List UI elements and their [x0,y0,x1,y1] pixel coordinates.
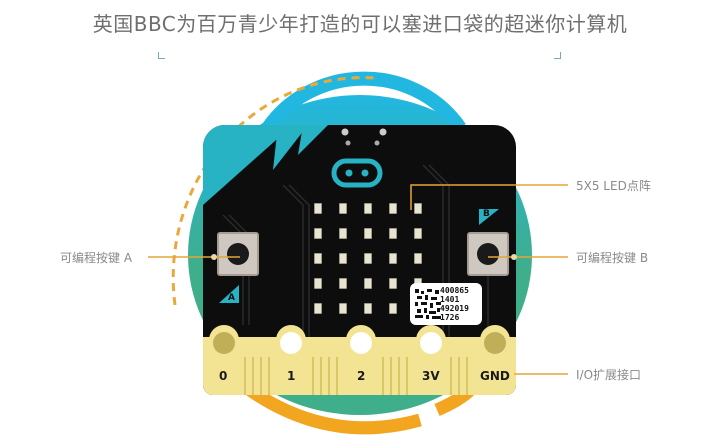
callout-button-a: 可编程按键 A [60,251,133,265]
pin-label-gnd: GND [480,369,510,383]
serial-line-1: 400865 [440,286,469,295]
serial-sticker [410,283,482,325]
corner-bracket-left [158,52,165,59]
qr-code-icon [415,289,441,319]
serial-line-4: 1726 [440,313,460,322]
page-title: 英国BBC为百万青少年打造的可以塞进口袋的超迷你计算机 [92,12,628,36]
pin-label-1: 1 [287,369,296,383]
serial-line-3: 492019 [440,304,469,313]
button-b[interactable] [467,232,509,276]
pin-label-0: 0 [219,369,228,383]
button-a-letter: A [228,293,235,303]
pin-label-2: 2 [357,369,366,383]
button-b-marker-icon [479,209,499,225]
button-a-marker-icon [219,285,239,303]
pin-label-3v: 3V [422,369,440,383]
serial-line-2: 1401 [440,295,460,304]
serial-number: 400865 1401 492019 1726 [440,286,469,322]
callout-button-b: 可编程按键 B [576,251,649,265]
button-b-letter: B [483,209,490,219]
callout-led-matrix: 5X5 LED点阵 [576,179,651,193]
callout-io: I/O扩展接口 [576,368,642,382]
microbit-board: A B 0 1 2 3V GND [203,125,516,395]
button-a[interactable] [217,232,259,276]
corner-bracket-right [554,52,561,59]
